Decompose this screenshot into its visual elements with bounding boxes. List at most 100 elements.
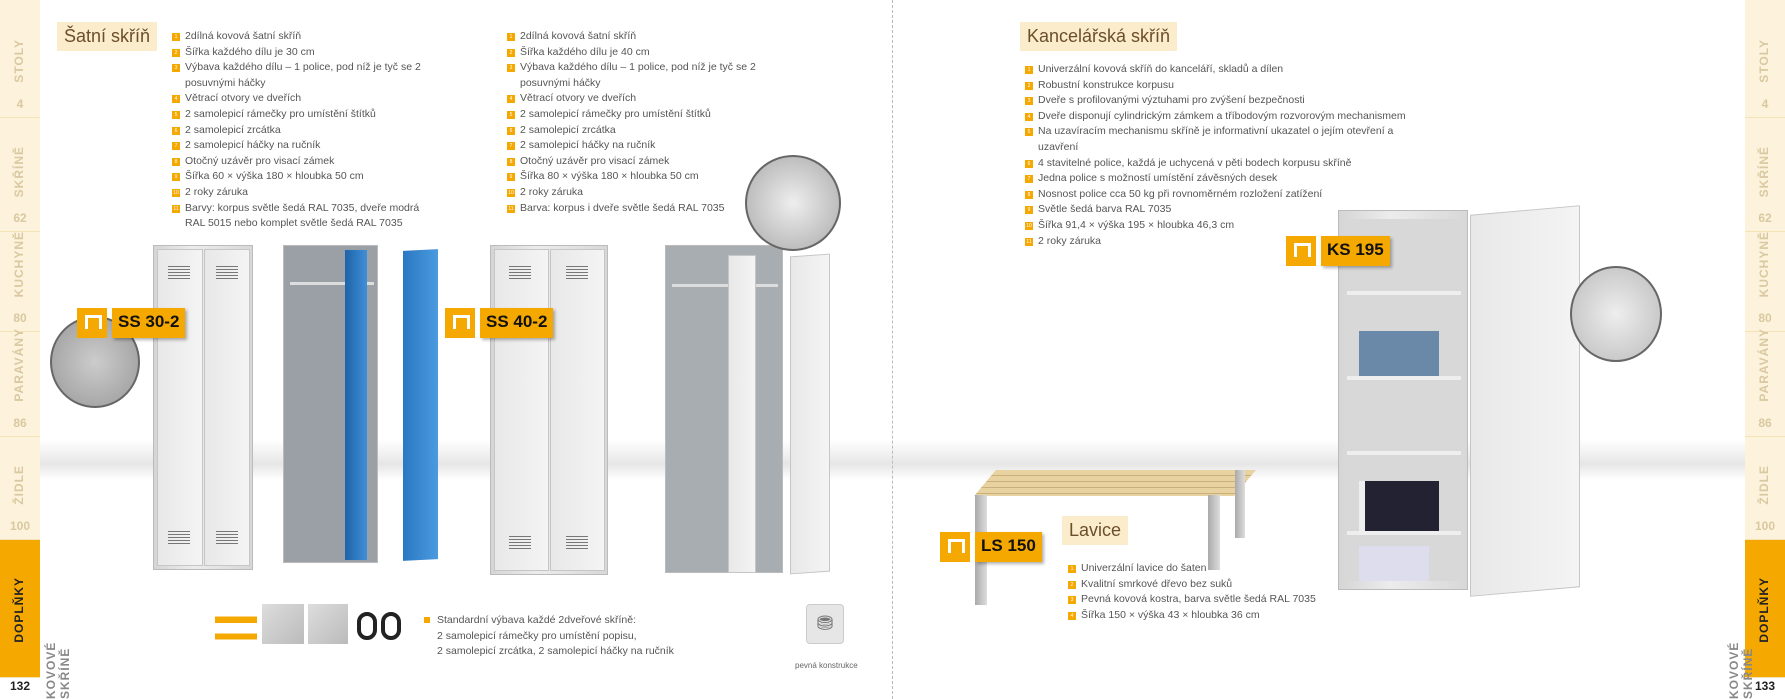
feature-text: Větrací otvory ve dveřích bbox=[520, 92, 637, 105]
feature-text: Na uzavíracím mechanismu skříně je infor… bbox=[1038, 125, 1394, 153]
number-bullet-icon: 9 bbox=[1025, 206, 1033, 215]
sidebar-tab-3[interactable]: PARAVÁNY 86 bbox=[0, 328, 40, 437]
number-bullet-icon: 11 bbox=[1025, 237, 1033, 246]
sidebar-tab-4[interactable]: ŽIDLE 100 bbox=[0, 437, 40, 540]
feature-text: Otočný uzávěr pro visací zámek bbox=[520, 154, 670, 167]
feature-text: Větrací otvory ve dveřích bbox=[185, 92, 302, 105]
number-bullet-icon: 4 bbox=[1068, 611, 1076, 620]
number-bullet-icon: 4 bbox=[1025, 112, 1033, 121]
number-bullet-icon: 2 bbox=[507, 48, 515, 57]
number-bullet-icon: 5 bbox=[1025, 128, 1033, 137]
bench-leg bbox=[1235, 470, 1245, 538]
number-bullet-icon: 11 bbox=[172, 204, 180, 213]
tab-label: DOPLŇKY bbox=[1757, 577, 1771, 643]
tab-page: 62 bbox=[13, 211, 27, 225]
feature-item: 5 Na uzavíracím mechanismu skříně je info… bbox=[1025, 124, 1415, 155]
tab-label: DOPLŇKY bbox=[12, 577, 26, 643]
feature-text: Barvy: korpus světle šedá RAL 7035, dveř… bbox=[185, 201, 420, 230]
number-bullet-icon: 5 bbox=[172, 110, 180, 119]
feature-text: Pevná kovová kostra, barva světle šedá R… bbox=[1081, 593, 1316, 606]
sidebar-tab-3[interactable]: PARAVÁNY 86 bbox=[1745, 328, 1785, 437]
number-bullet-icon: 10 bbox=[172, 188, 180, 197]
page-number: 132 bbox=[0, 679, 40, 699]
label-frames-image bbox=[215, 604, 257, 646]
feature-item: 9 Šířka 60 × výška 180 × hloubka 50 cm bbox=[172, 169, 437, 185]
feature-text: 2 samolepicí rámečky pro umístění štítků bbox=[520, 107, 711, 120]
tab-label: ŽIDLE bbox=[1757, 465, 1771, 505]
feature-text: Šířka 60 × výška 180 × hloubka 50 cm bbox=[185, 170, 364, 183]
tab-label: ŽIDLE bbox=[12, 465, 26, 505]
sidebar-tab-4[interactable]: ŽIDLE 100 bbox=[1745, 437, 1785, 540]
tab-page: 100 bbox=[9, 519, 31, 533]
bench-leg bbox=[1208, 495, 1220, 570]
feature-text: Šířka 91,4 × výška 195 × hloubka 46,3 cm bbox=[1038, 218, 1235, 231]
p-logo-icon bbox=[940, 532, 970, 562]
number-bullet-icon: 9 bbox=[507, 173, 515, 182]
number-bullet-icon: 5 bbox=[507, 110, 515, 119]
feature-text: 2 samolepicí háčky na ručník bbox=[520, 139, 656, 152]
cabinet-ks195 bbox=[1338, 210, 1468, 590]
number-bullet-icon: 8 bbox=[172, 157, 180, 166]
section-label-left: KOVOVÉ SKŘÍNĚ bbox=[44, 641, 72, 699]
sturdy-construction-icon: ⛃ bbox=[806, 604, 844, 644]
feature-text: Šířka 80 × výška 180 × hloubka 50 cm bbox=[520, 170, 699, 183]
number-bullet-icon: 8 bbox=[507, 157, 515, 166]
tab-label: SKŘÍNĚ bbox=[1757, 145, 1771, 197]
p-logo-icon bbox=[77, 308, 107, 338]
mirror-image bbox=[308, 604, 348, 644]
number-bullet-icon: 1 bbox=[1025, 66, 1033, 74]
open-door bbox=[728, 255, 756, 573]
tab-page: 86 bbox=[13, 416, 27, 430]
tab-page: 100 bbox=[1754, 519, 1776, 533]
tab-page: 80 bbox=[13, 311, 27, 325]
product-badge-ss402: SS 40-2 bbox=[445, 308, 554, 338]
feature-text: 2 samolepicí zrcátka bbox=[520, 123, 616, 136]
feature-text: 4 stavitelné police, každá je uchycená v… bbox=[1038, 156, 1352, 169]
hook-detail-circle bbox=[745, 155, 841, 251]
feature-text: 2 roky záruka bbox=[185, 185, 249, 198]
number-bullet-icon: 11 bbox=[507, 204, 515, 213]
number-bullet-icon: 9 bbox=[172, 173, 180, 182]
tab-label: KUCHYNĚ bbox=[1757, 230, 1771, 297]
feature-text: Kvalitní smrkové dřevo bez suků bbox=[1081, 577, 1233, 590]
section-title-lavice: Lavice bbox=[1062, 516, 1129, 545]
number-bullet-icon: 2 bbox=[1068, 580, 1076, 589]
tab-page: 86 bbox=[1758, 416, 1772, 430]
feature-item: 11 Barvy: korpus světle šedá RAL 7035, dv… bbox=[172, 201, 437, 232]
p-logo-icon bbox=[445, 308, 475, 338]
product-badge-ls150: LS 150 bbox=[940, 532, 1042, 562]
tab-label: PARAVÁNY bbox=[1757, 328, 1771, 402]
tab-label: PARAVÁNY bbox=[12, 328, 26, 402]
feature-item: 9 Šířka 80 × výška 180 × hloubka 50 cm bbox=[507, 169, 772, 185]
feature-item: 8 Otočný uzávěr pro visací zámek bbox=[507, 154, 772, 170]
blue-door bbox=[403, 249, 438, 561]
towel-hook-image bbox=[357, 612, 377, 640]
sidebar-tab-5[interactable]: DOPLŇKY bbox=[1745, 540, 1785, 678]
section-label-right: KOVOVÉ SKŘÍNĚ bbox=[1727, 641, 1755, 699]
sidebar-tab-5[interactable]: DOPLŇKY bbox=[0, 540, 40, 678]
